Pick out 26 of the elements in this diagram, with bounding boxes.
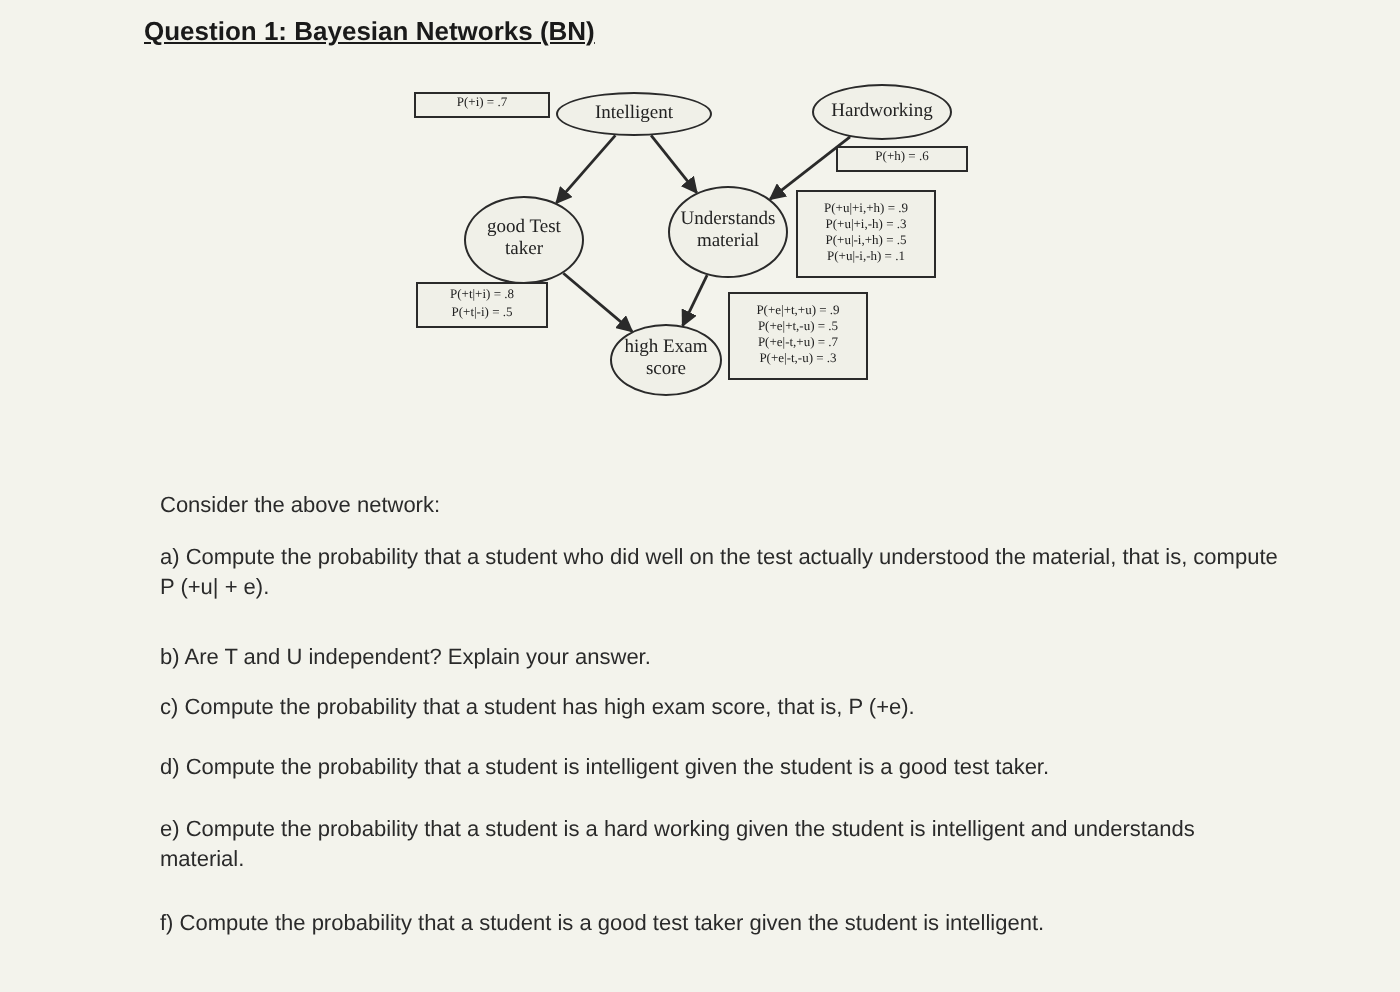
question-text: Consider the above network: [160,492,443,522]
arrow [681,274,709,328]
probability-table [728,292,868,380]
probability-table [796,190,936,278]
question-text: f) Compute the probability that a student is a good test taker given the student is intelligent. [160,910,1047,940]
node-label: high Exam score [622,338,710,382]
arrow [562,272,634,333]
node-label: Understands material [678,210,778,254]
arrow [768,135,851,201]
node-label: Hardworking [831,101,933,123]
question-text: e) Compute the probability that a student is a hard working given the student is intelligent and understands material. [160,816,1197,877]
arrow [555,134,617,205]
question-text: a) Compute the probability that a student who did well on the test actually understood the material, that is, compute P (+u| + e). [160,544,1280,605]
question-text: b) Are T and U independent? Explain your answer. [160,644,653,674]
probability-table [414,92,550,118]
variable-ellipse [668,186,788,278]
probability-table [836,146,968,172]
node-label: good Test taker [485,218,563,262]
question-text: d) Compute the probability that a student is intelligent given the student is a good test taker. [160,754,1052,784]
question-text: c) Compute the probability that a student has high exam score, that is, P (+e). [160,694,917,724]
node-label: Intelligent [594,103,674,125]
question-heading: Question 1: Bayesian Networks (BN) [144,16,595,46]
arrow [650,134,698,195]
variable-ellipse [610,324,722,396]
probability-table [416,282,548,328]
variable-ellipse [556,92,712,136]
